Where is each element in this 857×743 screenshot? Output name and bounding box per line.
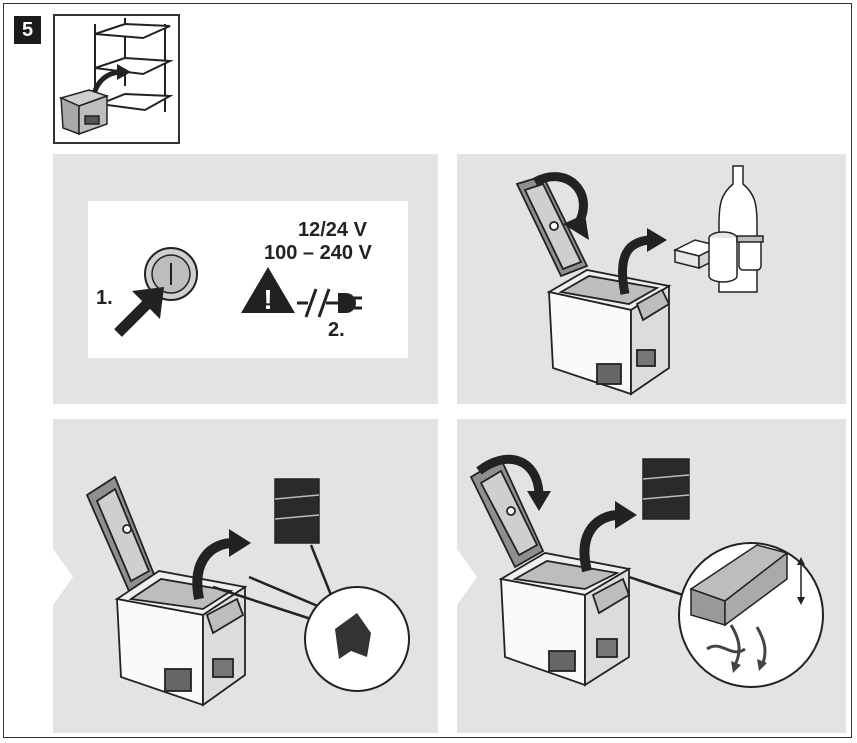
panel-load-food [457, 154, 846, 404]
step-number-badge: 5 [14, 16, 41, 44]
warning-triangle-icon: ! [241, 267, 295, 315]
instruction-card: ! 1. 12/24 V 100 – 240 V 2. [88, 201, 408, 358]
svg-text:!: ! [263, 284, 272, 315]
load-food-drawing [457, 154, 846, 404]
ac-plug-icon [319, 289, 362, 317]
dc-plug-icon [297, 289, 316, 317]
thumbnail-shelf-illustration [53, 14, 180, 144]
clean-drawing [53, 419, 438, 733]
panel-close-lid [457, 419, 846, 733]
ac-voltage-label: 100 – 240 V [264, 242, 372, 265]
step1-label: 1. [96, 287, 113, 310]
panel-connect-power: ! 1. 12/24 V 100 – 240 V 2. [53, 154, 438, 404]
seal-detail-icon [679, 543, 823, 687]
flow-chevron [438, 251, 458, 307]
press-arrow-icon [118, 287, 164, 333]
cloth-detail-icon [305, 587, 409, 691]
dc-voltage-label: 12/24 V [298, 219, 367, 242]
close-lid-drawing [457, 419, 846, 733]
panel-clean-interior [53, 419, 438, 733]
shelf-cooler-drawing [55, 16, 178, 142]
step2-label: 2. [328, 319, 345, 342]
